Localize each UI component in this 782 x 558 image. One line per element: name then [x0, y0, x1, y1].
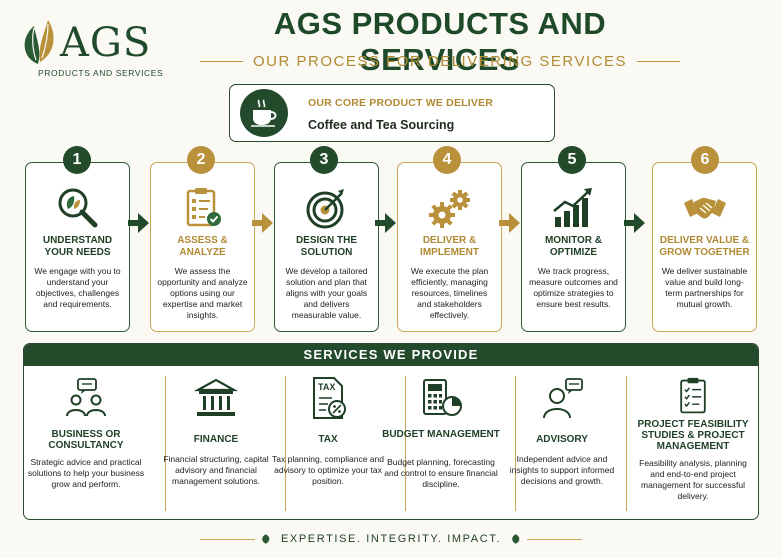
- tax-document-icon: TAX: [306, 376, 350, 420]
- service-description: Strategic advice and practical solutions…: [27, 457, 145, 489]
- service-description: Financial structuring, capital advisory …: [163, 454, 269, 486]
- service-title: FINANCE: [193, 434, 239, 445]
- divider-line: [200, 60, 244, 62]
- consulting-people-icon: [66, 378, 106, 417]
- core-product-label: OUR CORE PRODUCT WE DELIVER: [308, 97, 494, 109]
- core-product-value: Coffee and Tea Sourcing: [308, 118, 455, 132]
- process-step-1: UNDERSTAND YOUR NEEDS We engage with you…: [25, 162, 130, 332]
- arrow-right-icon: [375, 213, 396, 233]
- step-title: DESIGN THE SOLUTION: [295, 235, 358, 258]
- coffee-cup-icon: [240, 89, 288, 137]
- step-description: We assess the opportunity and analyze op…: [157, 266, 248, 320]
- divider-line: [526, 538, 582, 540]
- service-description: Feasibility analysis, planning and end-t…: [639, 458, 747, 501]
- arrow-right-icon: [252, 213, 273, 233]
- service-description: Independent advice and insights to suppo…: [509, 454, 615, 486]
- step-description: We track progress, measure outcomes and …: [529, 266, 618, 309]
- clipboard-check-icon: [186, 188, 221, 227]
- service-title: BUSINESS OR CONSULTANCY: [48, 429, 124, 451]
- leaf-logo-icon: [24, 20, 54, 64]
- core-product-box: OUR CORE PRODUCT WE DELIVER Coffee and T…: [229, 84, 555, 142]
- page-title: AGS PRODUCTS AND SERVICES: [273, 6, 607, 77]
- leaf-icon: [262, 534, 270, 544]
- step-title: UNDERSTAND YOUR NEEDS: [42, 235, 113, 258]
- service-advisory: ADVISORY Independent advice and insights…: [502, 376, 622, 514]
- arrow-right-icon: [499, 213, 520, 233]
- service-divider: [626, 376, 627, 511]
- services-panel: SERVICES WE PROVIDE BUSINESS OR CONSULTA…: [23, 343, 759, 520]
- step-title: MONITOR & OPTIMIZE: [544, 235, 603, 258]
- handshake-icon: [683, 197, 726, 219]
- footer: EXPERTISE. INTEGRITY. IMPACT.: [200, 528, 582, 550]
- services-heading: SERVICES WE PROVIDE: [24, 344, 758, 366]
- gears-icon: [428, 190, 470, 228]
- growth-chart-icon: [552, 188, 592, 227]
- service-divider: [405, 376, 406, 511]
- step-1-number: 1: [63, 146, 91, 174]
- arrow-right-icon: [624, 213, 645, 233]
- service-description: Tax planning, compliance and advisory to…: [272, 454, 384, 486]
- step-6-number: 6: [691, 146, 719, 174]
- step-5-number: 5: [558, 146, 586, 174]
- divider-line: [636, 60, 680, 62]
- step-4-number: 4: [433, 146, 461, 174]
- process-step-2: ASSESS & ANALYZE We assess the opportuni…: [150, 162, 255, 332]
- step-title: ASSESS & ANALYZE: [177, 235, 228, 258]
- step-description: We engage with you to understand your ob…: [34, 266, 121, 309]
- target-icon: [306, 189, 344, 229]
- leaf-icon: [512, 534, 520, 544]
- service-tax: TAX TAX Tax planning, compliance and adv…: [268, 376, 388, 514]
- step-description: We deliver sustainable value and build l…: [661, 266, 748, 309]
- service-description: Budget planning, forecasting and control…: [384, 457, 498, 489]
- step-2-number: 2: [187, 146, 215, 174]
- step-title: DELIVER & IMPLEMENT: [420, 235, 479, 258]
- service-budget-management: BUDGET MANAGEMENT Budget planning, forec…: [381, 376, 501, 514]
- bank-icon: [194, 378, 238, 416]
- divider-line: [200, 538, 256, 540]
- service-divider: [165, 376, 166, 511]
- logo-wordmark: AGS: [60, 20, 152, 66]
- service-divider: [285, 376, 286, 511]
- service-title: ADVISORY: [536, 434, 588, 445]
- company-logo: AGS PRODUCTS AND SERVICES: [18, 12, 168, 78]
- step-description: We develop a tailored solution and plan …: [285, 266, 368, 320]
- subtitle-row: OUR PROCESS FOR DELIVERING SERVICES: [200, 50, 680, 72]
- process-step-4: DELIVER & IMPLEMENT We execute the plan …: [397, 162, 502, 332]
- magnifier-leaf-icon: [58, 188, 97, 228]
- process-step-5: MONITOR & OPTIMIZE We track progress, me…: [521, 162, 626, 332]
- advisor-speech-icon: [543, 378, 583, 419]
- process-step-3: DESIGN THE SOLUTION We develop a tailore…: [274, 162, 379, 332]
- arrow-right-icon: [128, 213, 149, 233]
- tax-icon-label: TAX: [318, 382, 336, 392]
- service-title: TAX: [318, 434, 338, 445]
- service-divider: [515, 376, 516, 511]
- service-finance: FINANCE Financial structuring, capital a…: [156, 376, 276, 514]
- process-step-6: DELIVER VALUE & GROW TOGETHER We deliver…: [652, 162, 757, 332]
- page-subtitle: OUR PROCESS FOR DELIVERING SERVICES: [253, 52, 627, 70]
- step-description: We execute the plan efficiently, managin…: [410, 266, 489, 320]
- logo-tagline: PRODUCTS AND SERVICES: [38, 68, 164, 78]
- calculator-chart-icon: [423, 379, 462, 416]
- step-3-number: 3: [310, 146, 338, 174]
- service-project-feasibility: PROJECT FEASIBILITY STUDIES & PROJECT MA…: [633, 376, 753, 514]
- step-title: DELIVER VALUE & GROW TOGETHER: [659, 235, 750, 258]
- footer-motto: EXPERTISE. INTEGRITY. IMPACT.: [281, 533, 501, 545]
- checklist-icon: [680, 377, 706, 414]
- service-title: BUDGET MANAGEMENT: [382, 429, 500, 440]
- service-title: PROJECT FEASIBILITY STUDIES & PROJECT MA…: [637, 419, 749, 452]
- service-business-consultancy: BUSINESS OR CONSULTANCY Strategic advice…: [26, 376, 146, 514]
